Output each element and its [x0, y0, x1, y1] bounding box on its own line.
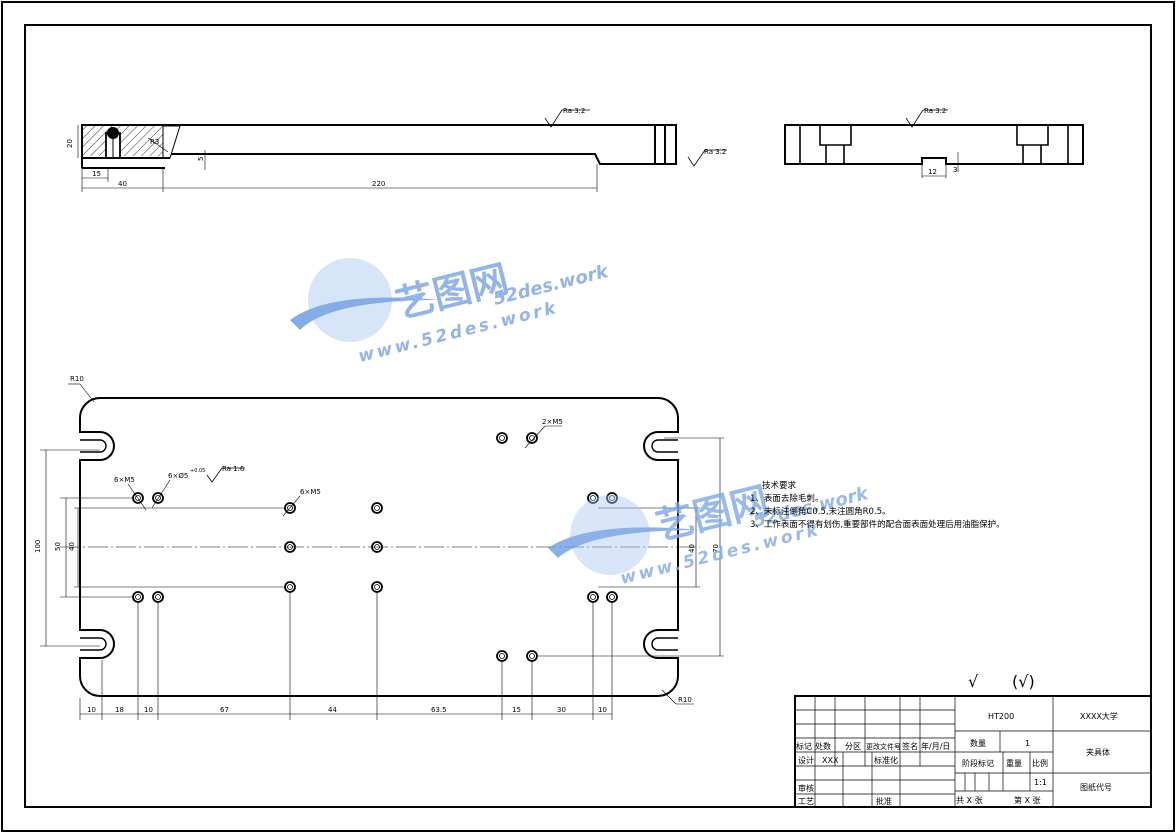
dim-height: 20	[66, 139, 74, 148]
callout-2xm5: 2×M5	[542, 418, 563, 426]
title-block: 标记 处数 分区 更改文件号 签名 年/月/日 设计 XXX 标准化 审核 工艺…	[794, 695, 1152, 808]
tb-qty: 1	[1025, 739, 1030, 748]
hole-icon	[496, 432, 508, 444]
roughness-label-side-right: Ra 3.2	[704, 148, 726, 156]
section-hatch	[83, 126, 163, 156]
tb-label: 分区	[845, 742, 861, 751]
tb-process-label: 工艺	[798, 797, 814, 806]
hole-icon	[284, 541, 296, 553]
tb-label: 标记	[796, 741, 812, 751]
hole-icon	[587, 492, 599, 504]
hole-icon	[526, 650, 538, 662]
dim-15: 15	[92, 170, 101, 178]
dim-bottom: 10	[144, 706, 153, 714]
dim-bottom: 10	[598, 706, 607, 714]
hole-icon	[284, 581, 296, 593]
technical-requirements: 技术要求 1、表面去除毛刺。 2、未标注倒角C0.5,未注圆角R0.5。 3、工…	[750, 480, 1005, 530]
hole-icon	[606, 492, 618, 504]
hole-icon	[371, 502, 383, 514]
end-slot-width: 12	[928, 168, 937, 176]
inner-frame	[24, 24, 1152, 808]
hole-icon	[496, 650, 508, 662]
dim-bottom: 10	[87, 706, 96, 714]
hole-icon	[587, 591, 599, 603]
side-view: Ra 3.2 Ra 3.2 20 5 R3 15 40 220	[66, 107, 727, 192]
roughness-icon	[687, 149, 727, 167]
roughness-label-side-top: Ra 3.2	[563, 107, 585, 115]
plate-outline	[79, 397, 679, 697]
tb-label: 更改文件号	[866, 742, 901, 751]
roughness-icon	[544, 109, 590, 128]
hole-icon	[284, 502, 296, 514]
roughness-label-plan: Ra 1.6	[222, 465, 245, 473]
tb-part-name: 夹具体	[1086, 747, 1110, 757]
tb-design-label: 设计	[798, 755, 814, 765]
dim-bottom: 15	[512, 706, 521, 714]
hole-icon	[526, 432, 538, 444]
tech-note-line: 3、工作表面不得有划伤,重要部件的配合面表面处理后用油脂保护。	[750, 519, 1005, 530]
tb-material: HT200	[988, 712, 1014, 721]
hole-icon	[152, 591, 164, 603]
callout-fit: +0.05	[190, 468, 205, 474]
dim-right-70: 70	[712, 544, 720, 553]
tech-notes-title: 技术要求	[762, 480, 797, 491]
tb-label: 处数	[815, 741, 831, 751]
tb-standard-label: 标准化	[874, 755, 898, 765]
dim-left-100: 100	[34, 540, 42, 553]
hole-icon	[132, 591, 144, 603]
tech-note-line: 1、表面去除毛刺。	[750, 493, 823, 504]
dim-step: 5	[197, 157, 205, 161]
tb-qty-label: 数量	[970, 738, 986, 748]
dim-left-50: 50	[54, 542, 62, 551]
plan-view: 2×M5 6×M5 6×Ø5 +0.05 Ra 1.6 6×M5 R10 R10…	[34, 375, 724, 720]
dim-bottom: 44	[328, 706, 337, 714]
tb-check-label: 审核	[798, 783, 814, 793]
hole-icon	[132, 492, 144, 504]
hole-icon	[606, 591, 618, 603]
radius-bottom-right: R10	[678, 696, 692, 704]
threaded-holes	[132, 432, 618, 662]
tb-drawing-no-label: 图纸代号	[1080, 782, 1112, 792]
tb-stage-label: 阶段标记	[962, 758, 994, 768]
dim-bottom: 63.5	[431, 706, 447, 714]
tb-label: 年/月/日	[921, 741, 950, 751]
dim-right-40: 40	[688, 544, 696, 553]
tb-approve-label: 批准	[876, 796, 892, 806]
tb-sheet-no: 第 X 张	[1014, 795, 1041, 805]
roughness-label-end: Ra 3.2	[924, 107, 946, 115]
tech-note-line: 2、未标注倒角C0.5,未注圆角R0.5。	[750, 506, 891, 517]
watermark-top: 艺图网 52des.work www.52des.work	[290, 256, 611, 367]
callout-6xm5-mid: 6×M5	[300, 488, 321, 496]
tb-designer: XXX	[822, 756, 839, 765]
hole-icon	[371, 581, 383, 593]
callout-hole: 6×Ø5	[168, 472, 188, 480]
radius-top-left: R10	[70, 375, 84, 383]
hole-icon	[371, 541, 383, 553]
end-slot-depth: 3	[953, 166, 957, 174]
dim-bottom: 67	[220, 706, 229, 714]
tb-scale-label: 比例	[1032, 758, 1048, 768]
tb-total-sheets: 共 X 张	[956, 796, 983, 805]
dim-220: 220	[372, 180, 385, 188]
general-roughness-icon: √	[968, 672, 979, 691]
tb-school: XXXX大学	[1080, 711, 1118, 721]
roughness-icon	[206, 467, 245, 483]
dim-bottom: 30	[557, 706, 566, 714]
callout-6xm5-left: 6×M5	[114, 476, 135, 484]
tb-scale: 1:1	[1034, 778, 1047, 787]
tb-label: 签名	[902, 741, 918, 751]
chamfer-label: R3	[150, 138, 159, 146]
dim-left-40: 40	[68, 542, 76, 551]
general-roughness-paren: (√)	[1012, 672, 1035, 691]
end-view: 12 3 Ra 3.2	[784, 107, 1084, 178]
hole-icon	[152, 492, 164, 504]
dim-bottom: 18	[115, 706, 124, 714]
dim-40: 40	[118, 180, 127, 188]
roughness-icon	[905, 109, 948, 128]
tb-weight-label: 重量	[1006, 758, 1022, 768]
